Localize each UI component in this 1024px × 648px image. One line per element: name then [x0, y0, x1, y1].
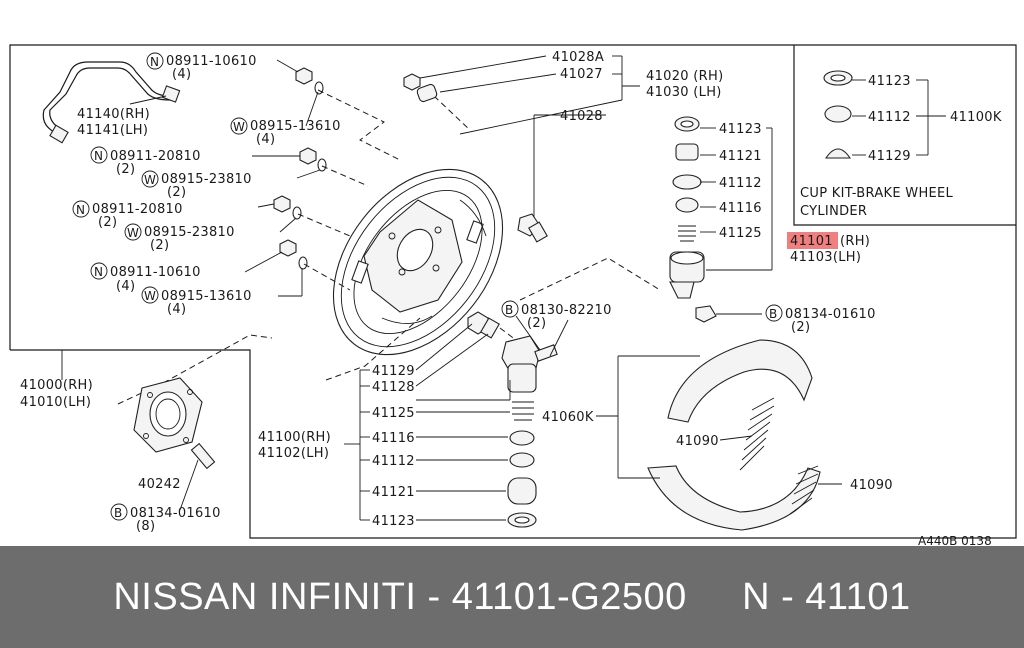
label-41140: 41140(RH) [77, 107, 150, 122]
label-08134-01610-b: 08134-01610 [130, 506, 221, 521]
prefix-n-2: N [94, 149, 103, 163]
label-41027: 41027 [560, 67, 603, 82]
prefix-w-1: W [233, 120, 245, 134]
label-cup-41129: 41129 [868, 149, 911, 164]
label-41103: 41103(LH) [790, 250, 861, 265]
cup-kit-box [793, 45, 1016, 226]
label-41101: 41101 [790, 234, 833, 249]
label-qty: (4) [167, 302, 186, 317]
label-41101-side: (RH) [840, 234, 870, 249]
hub-flange-40242 [61, 350, 216, 511]
prefix-markers: N W N W N W N W B B B [72, 52, 783, 521]
diagram-labels: N W N W N W N W B B B 08911-10610 (4) 08… [20, 50, 1002, 548]
prefix-n-1: N [150, 55, 159, 69]
prefix-b-2: B [769, 307, 777, 321]
diagram-ref-code: A440B 0138 [918, 534, 992, 546]
backing-plate-41020 [332, 168, 504, 356]
label-08911-20810-b: 08911-20810 [92, 202, 183, 217]
label-08915-23810-b: 08915-23810 [144, 225, 235, 240]
label-qty: (4) [116, 279, 135, 294]
label-08915-13610-a: 08915-13610 [250, 119, 341, 134]
prefix-b-3: B [114, 506, 122, 520]
leader-lines-left [129, 59, 321, 297]
label-41028a: 41028A [552, 50, 604, 65]
label-41100k: 41100K [950, 110, 1002, 125]
nut-washer-icons [273, 67, 327, 270]
label-41116-stack: 41116 [372, 431, 415, 446]
label-08915-23810-a: 08915-23810 [161, 172, 252, 187]
label-08911-10610-a: 08911-10610 [166, 54, 257, 69]
label-41000: 41000(RH) [20, 378, 93, 393]
label-41090-b: 41090 [850, 478, 893, 493]
cup-kit-parts [823, 70, 946, 159]
label-41102: 41102(LH) [258, 446, 329, 461]
prefix-n-3: N [76, 203, 85, 217]
diagram-frame [9, 44, 1017, 539]
prefix-w-2: W [144, 173, 156, 187]
label-41010: 41010(LH) [20, 395, 91, 410]
banner-text: NISSAN INFINITI - 41101-G2500 N - 41101 [113, 575, 911, 618]
label-cup-kit-subtitle: CYLINDER [800, 204, 867, 219]
label-41123-stack: 41123 [372, 514, 415, 529]
label-41020: 41020 (RH) [646, 69, 723, 84]
label-41112-stack: 41112 [372, 454, 415, 469]
label-41121-kit: 41121 [719, 149, 762, 164]
highlight-41101 [787, 232, 838, 249]
label-cup-41123: 41123 [868, 74, 911, 89]
label-qty: (2) [167, 185, 186, 200]
label-08130-82210: 08130-82210 [521, 303, 612, 318]
prefix-w-4: W [144, 289, 156, 303]
label-41121-stack: 41121 [372, 485, 415, 500]
brake-pipe-41140 [42, 61, 181, 144]
part-number-banner: NISSAN INFINITI - 41101-G2500 N - 41101 [0, 546, 1024, 648]
label-08134-01610-a: 08134-01610 [785, 307, 876, 322]
label-41030: 41030 (LH) [646, 85, 722, 100]
prefix-n-4: N [94, 265, 103, 279]
label-41128-stack: 41128 [372, 380, 415, 395]
label-qty: (2) [116, 162, 135, 177]
prefix-w-3: W [127, 226, 139, 240]
label-cup-kit-title: CUP KIT-BRAKE WHEEL [800, 186, 954, 201]
label-41028: 41028 [560, 109, 603, 124]
label-41123-kit: 41123 [719, 122, 762, 137]
label-40242: 40242 [138, 477, 181, 492]
label-08911-10610-b: 08911-10610 [110, 265, 201, 280]
label-41125-stack: 41125 [372, 406, 415, 421]
label-41112-kit: 41112 [719, 176, 762, 191]
label-qty: (8) [136, 519, 155, 534]
label-qty: (2) [98, 215, 117, 230]
cylinder-kit-stack [669, 116, 773, 323]
bleeder-parts-top [403, 55, 640, 243]
diagram-svg: N W N W N W N W B B B 08911-10610 (4) 08… [9, 44, 1017, 548]
label-41100: 41100(RH) [258, 430, 331, 445]
cylinder-parts-left-stack [344, 311, 569, 528]
label-08915-13610-b: 08915-13610 [161, 289, 252, 304]
label-qty: (4) [172, 67, 191, 82]
label-qty: (2) [791, 320, 810, 335]
label-41129-stack: 41129 [372, 364, 415, 379]
label-41141: 41141(LH) [77, 123, 148, 138]
label-qty: (4) [256, 132, 275, 147]
label-qty: (2) [527, 316, 546, 331]
prefix-b-1: B [505, 303, 513, 317]
label-qty: (2) [150, 238, 169, 253]
label-41116-kit: 41116 [719, 201, 762, 216]
label-08911-20810-a: 08911-20810 [110, 149, 201, 164]
label-41060k: 41060K [542, 410, 594, 425]
label-cup-41112: 41112 [868, 110, 911, 125]
brake-shoes-41060k [596, 339, 842, 531]
label-41090-a: 41090 [676, 434, 719, 449]
label-41125-kit: 41125 [719, 226, 762, 241]
